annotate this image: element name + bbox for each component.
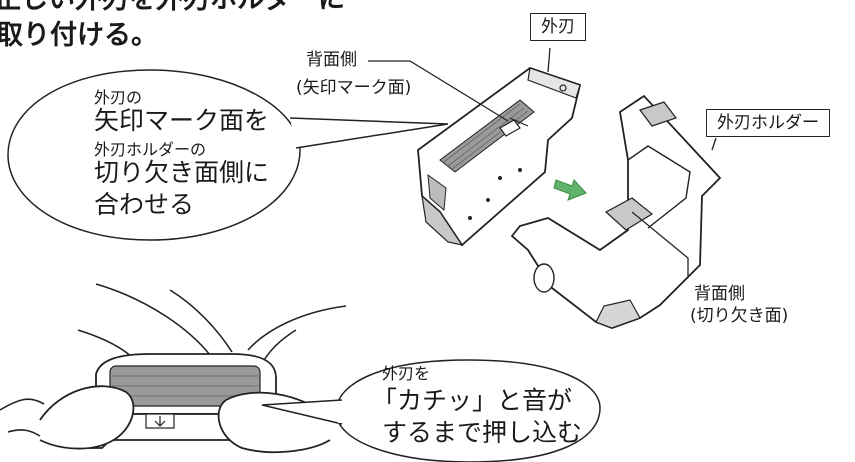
leader-back-side-1: [368, 60, 509, 122]
instruction-line-2: 取り付ける。: [0, 20, 158, 51]
bubble-press-line-1: 外刃を: [382, 364, 431, 383]
bubble-align-line-2: 矢印マーク面を: [94, 106, 270, 135]
leader-outer-blade: [547, 47, 551, 73]
instruction-line-1: 正しい外刃を外刃ホルダーに: [0, 0, 345, 16]
outer-blade-holder-label: 外刃ホルダー: [706, 109, 830, 137]
speech-bubble-press: [261, 359, 601, 462]
back-side-label-2: 背面側: [694, 284, 745, 304]
bubble-align-line-1: 外刃の: [94, 88, 143, 107]
back-side-note-1: (矢印マーク面): [296, 78, 412, 98]
direction-arrow: [553, 179, 587, 201]
outer-blade-drawing: [417, 66, 582, 247]
outer-blade-label: 外刃: [530, 13, 586, 41]
bubble-align-line-4: 切り欠き面側に: [94, 158, 270, 187]
leader-holder: [711, 137, 717, 151]
speech-bubble-align: [7, 69, 449, 241]
hands-pressing-drawing: [0, 283, 347, 453]
bubble-align-line-3: 外刃ホルダーの: [94, 140, 207, 159]
leader-back-side-2: [631, 211, 689, 276]
back-side-label-1: 背面側: [306, 50, 357, 70]
outer-blade-holder-drawing: [510, 94, 722, 329]
back-side-note-2: (切り欠き面): [690, 306, 789, 326]
bubble-press-line-2: 「カチッ」と音が: [372, 386, 573, 415]
bubble-press-line-3: するまで押し込む: [382, 418, 583, 447]
bubble-align-line-5: 合わせる: [94, 190, 195, 219]
